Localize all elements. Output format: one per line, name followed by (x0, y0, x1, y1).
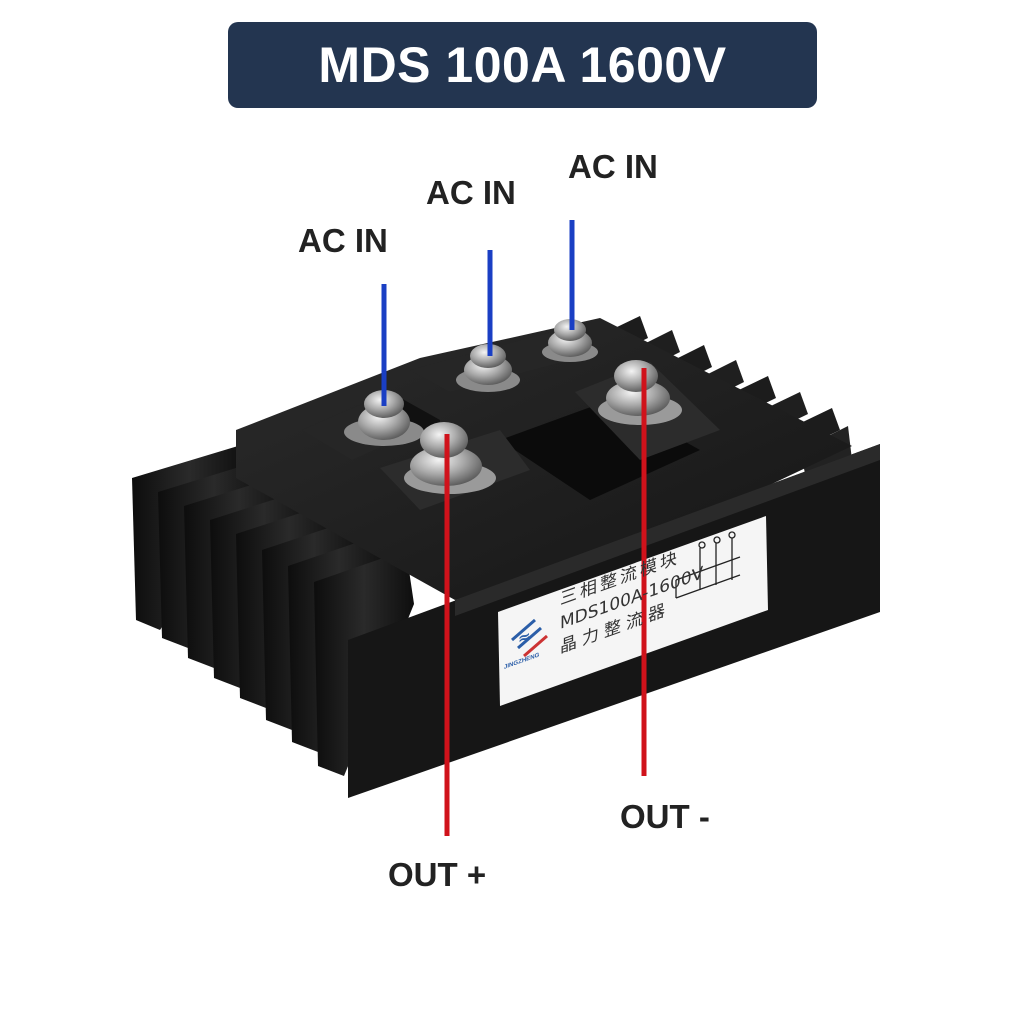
label-out-plus: OUT + (388, 856, 487, 893)
screw-ac-2 (456, 344, 520, 392)
screw-out-minus (598, 360, 682, 425)
product-title: MDS 100A 1600V (318, 37, 727, 93)
dc-output-wires (444, 368, 647, 836)
label-ac-in-3: AC IN (568, 148, 658, 185)
circuit-diagram (675, 531, 741, 599)
product-sticker: ≈ (498, 516, 768, 706)
screw-ac-3 (542, 319, 598, 362)
ac-input-wires (381, 220, 575, 406)
heatsink-left-fins (132, 446, 414, 776)
label-ac-in-1: AC IN (298, 222, 388, 259)
title-banner: MDS 100A 1600V (228, 22, 817, 108)
label-out-minus: OUT - (620, 798, 710, 835)
label-ac-in-2: AC IN (426, 174, 516, 211)
terminal-screws (344, 319, 682, 494)
